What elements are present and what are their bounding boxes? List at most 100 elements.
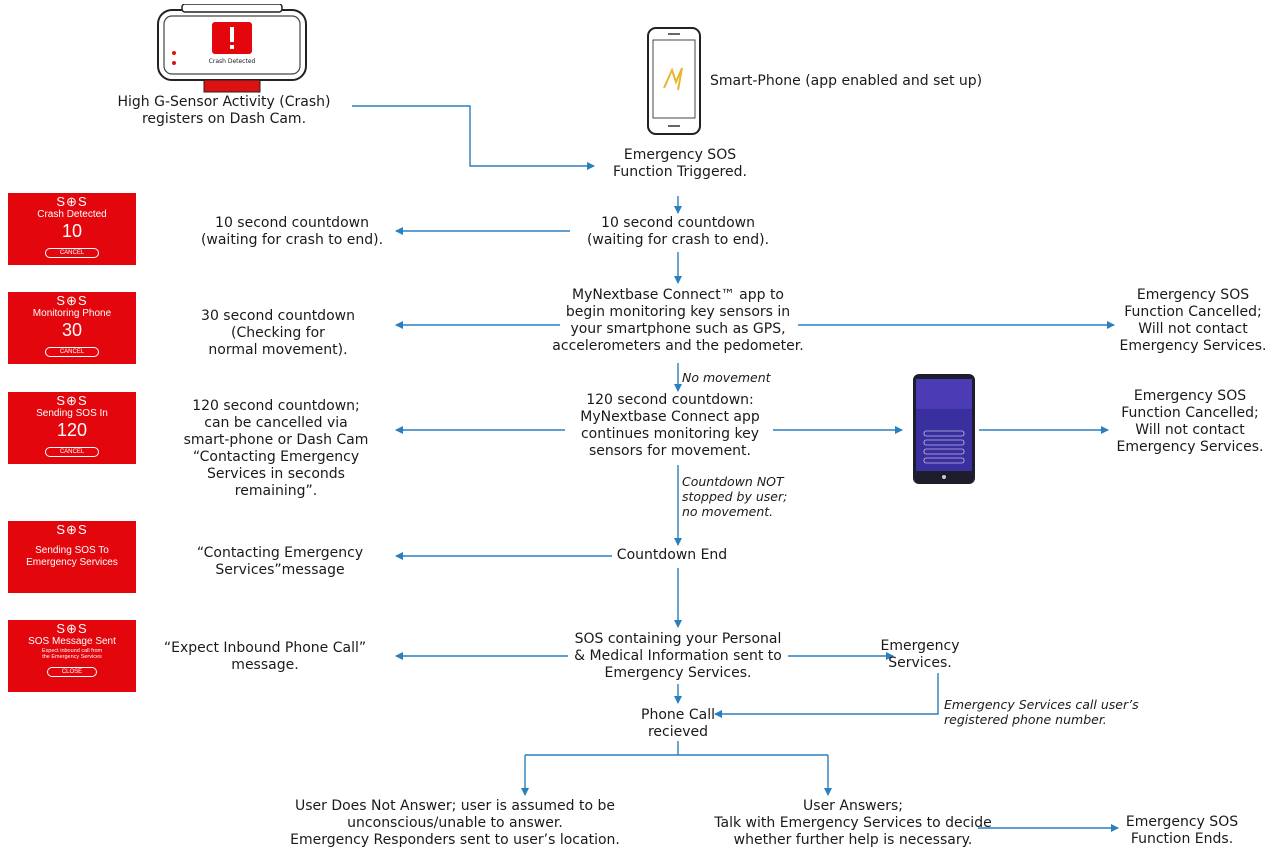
panel-count: 30 <box>61 320 83 340</box>
node-line: MyNextbase Connect™ app to <box>572 287 784 303</box>
msg-line: Services in seconds <box>207 466 345 482</box>
node-line: Emergency <box>880 638 960 654</box>
arrow-services-to-call <box>714 673 939 718</box>
sos-logo: S⊕S <box>56 621 88 636</box>
cancelled-node-1: Emergency SOS Function Cancelled; Will n… <box>1120 287 1267 355</box>
panel-sending-sos-to: S⊕S Sending SOS To Emergency Services <box>8 521 136 593</box>
close-button[interactable]: CLOSE <box>46 667 98 677</box>
cancel-button[interactable]: CANCEL <box>44 248 100 258</box>
dashcam-caption: High G-Sensor Activity (Crash) registers… <box>118 94 331 128</box>
countdown10-node: 10 second countdown (waiting for crash t… <box>587 215 769 249</box>
smartphone-caption: Smart-Phone (app enabled and set up) <box>710 73 983 89</box>
app-phone-illustration <box>913 374 975 484</box>
countdown-end-node: Countdown End <box>616 547 728 563</box>
emergency-services-node: Emergency Services. <box>881 638 960 672</box>
phone-call-node: Phone Call recieved <box>641 707 715 741</box>
panel-title: Monitoring Phone <box>32 308 112 319</box>
msg-expect: “Expect Inbound Phone Call” message. <box>164 640 366 674</box>
node-line: Function Ends. <box>1130 831 1234 847</box>
node-line: recieved <box>647 724 709 740</box>
msg-line: 10 second countdown <box>215 215 369 231</box>
node-line: Emergency SOS <box>1133 388 1247 404</box>
sos-sent-node: SOS containing your Personal & Medical I… <box>574 631 782 682</box>
msg-line: 30 second countdown <box>201 308 355 324</box>
sos-logo: S⊕S <box>56 194 88 209</box>
node-line: Function Cancelled; <box>1121 405 1259 421</box>
dashcam-device: Crash Detected <box>156 3 308 94</box>
function-ends-node: Emergency SOS Function Ends. <box>1126 814 1238 848</box>
panel-title: Sending SOS In <box>36 408 108 419</box>
no-answer-node: User Does Not Answer; user is assumed to… <box>290 798 620 849</box>
msg-line: (waiting for crash to end). <box>200 232 384 248</box>
node-line: Function Cancelled; <box>1124 304 1262 320</box>
msg-line: (Checking for <box>231 325 325 341</box>
node-line: Emergency Services. <box>1119 338 1267 354</box>
msg-line: remaining”. <box>234 483 318 499</box>
arrow-dashcam-to-trigger <box>352 105 595 170</box>
dashcam-caption-line: registers on Dash Cam. <box>141 111 307 127</box>
cancelled-node-2: Emergency SOS Function Cancelled; Will n… <box>1117 388 1264 456</box>
answers-node: User Answers; Talk with Emergency Servic… <box>714 798 991 849</box>
smartphone-device <box>644 26 704 138</box>
note-not-stopped: Countdown NOT stopped by user; no moveme… <box>682 474 787 519</box>
app-phone <box>912 373 976 485</box>
msg-line: 120 second countdown; <box>192 398 360 414</box>
msg-line: smart-phone or Dash Cam <box>183 432 369 448</box>
msg-line: normal movement). <box>208 342 348 358</box>
node-line: 10 second countdown <box>601 215 755 231</box>
sos-logo: S⊕S <box>56 393 88 408</box>
node-line: (waiting for crash to end). <box>586 232 770 248</box>
panel-sos-message-sent: S⊕S SOS Message Sent Expect inbound call… <box>8 620 136 692</box>
node-line: sensors for movement. <box>588 443 751 459</box>
dashcam-screen-label: Crash Detected <box>208 58 256 65</box>
node-line: MyNextbase Connect app <box>580 409 760 425</box>
node-line: Talk with Emergency Services to decide <box>714 815 992 831</box>
node-line: Will not contact <box>1135 422 1245 438</box>
panel-title: Sending SOS To Emergency Services <box>26 545 118 568</box>
cancel-button[interactable]: CANCEL <box>44 347 100 357</box>
msg-line: can be cancelled via <box>204 415 348 431</box>
node-line: accelerometers and the pedometer. <box>552 338 804 354</box>
panel-monitoring-phone: S⊕S Monitoring Phone 30 CANCEL <box>8 292 136 364</box>
panel-count: 10 <box>61 221 83 241</box>
panel-crash-detected: S⊕S Crash Detected 10 CANCEL <box>8 193 136 265</box>
msg-contacting: “Contacting Emergency Services”message <box>197 545 363 579</box>
node-line: Emergency SOS <box>1125 814 1239 830</box>
node-line: Emergency Services. <box>1116 439 1264 455</box>
cancel-button[interactable]: CANCEL <box>44 447 100 457</box>
node-line: unconscious/unable to answer. <box>347 815 563 831</box>
node-line: Emergency SOS <box>1136 287 1250 303</box>
note-services-call: Emergency Services call user’s registere… <box>944 697 1139 727</box>
dashcam-illustration <box>157 3 307 93</box>
panel-subtitle: Expect inbound call from the Emergency S… <box>41 648 103 660</box>
node-line: Services. <box>888 655 952 671</box>
note-line: no movement. <box>682 504 774 519</box>
monitoring-node: MyNextbase Connect™ app to begin monitor… <box>552 287 803 355</box>
node-line: begin monitoring key sensors in <box>565 304 791 320</box>
node-line: whether further help is necessary. <box>733 832 973 848</box>
panel-sending-sos-in: S⊕S Sending SOS In 120 CANCEL <box>8 392 136 464</box>
node-line: User Does Not Answer; user is assumed to… <box>294 798 616 814</box>
node-line: your smartphone such as GPS, <box>570 321 786 337</box>
note-line: stopped by user; <box>682 489 788 504</box>
panel-title: Crash Detected <box>37 209 107 220</box>
note-line: registered phone number. <box>944 712 1107 727</box>
msg-10: 10 second countdown (waiting for crash t… <box>201 215 383 249</box>
sos-logo: S⊕S <box>56 522 88 537</box>
msg-120: 120 second countdown; can be cancelled v… <box>184 398 369 500</box>
node-line: Emergency Responders sent to user’s loca… <box>290 832 620 848</box>
node-line: Emergency SOS <box>623 147 737 163</box>
dashcam-caption-line: High G-Sensor Activity (Crash) <box>117 94 331 110</box>
node-line: Phone Call <box>641 707 715 723</box>
branch-call-split <box>525 741 828 756</box>
panel-count: 120 <box>56 420 88 440</box>
smartphone-illustration <box>647 27 701 135</box>
node-line: 120 second countdown: <box>586 392 754 408</box>
msg-line: Services”message <box>215 562 345 578</box>
node-line: Function Triggered. <box>613 164 747 180</box>
note-no-movement: No movement <box>682 370 771 385</box>
node-line: Will not contact <box>1138 321 1248 337</box>
sos-triggered-node: Emergency SOS Function Triggered. <box>613 147 747 181</box>
node-line: Emergency Services. <box>604 665 752 681</box>
sos-logo: S⊕S <box>56 293 88 308</box>
